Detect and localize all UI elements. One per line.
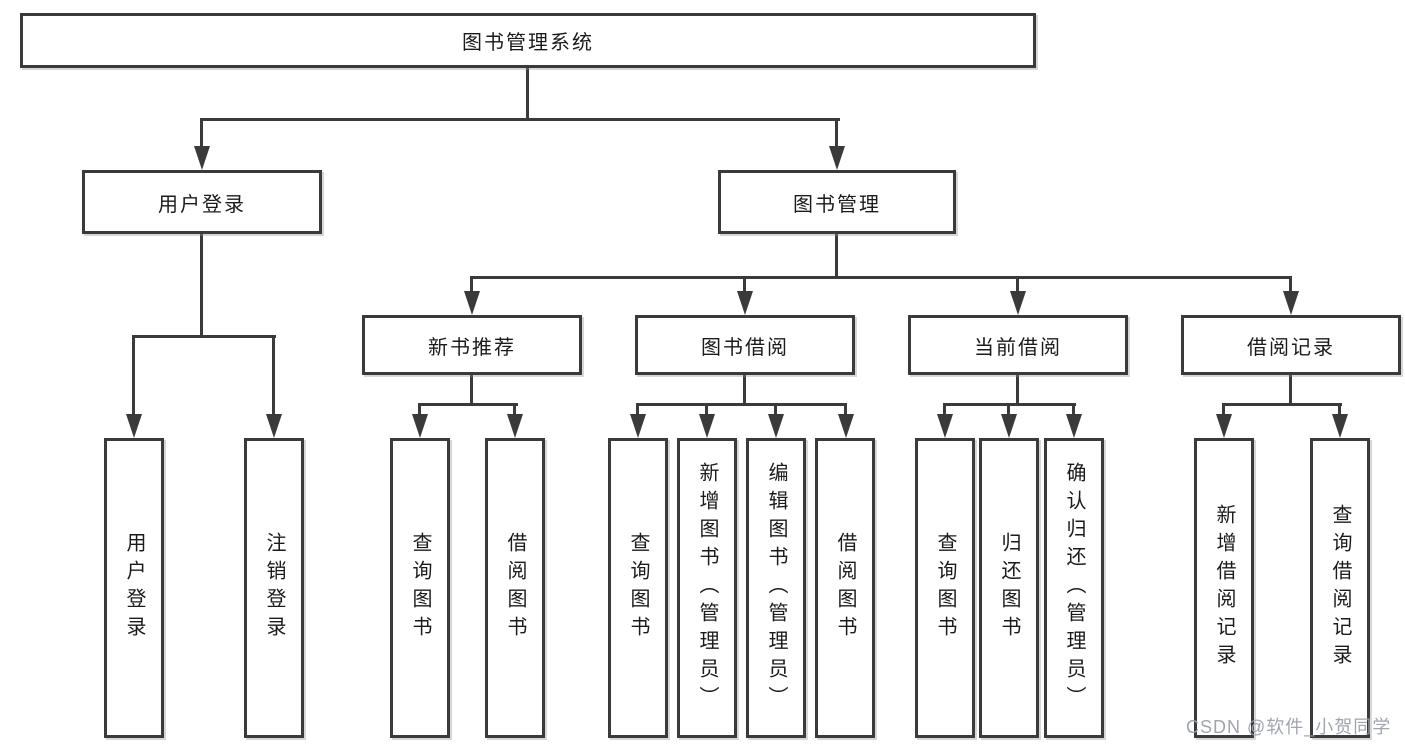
connector-drop [636,403,639,417]
node-label: 用户登录 [158,193,246,216]
leaf-logout: 注销登录 [244,438,304,738]
leaf-user-login: 用户登录 [104,438,164,738]
node-new-book-recommend: 新书推荐 [362,315,582,375]
node-label: 图书借阅 [701,336,789,359]
node-book-management: 图书管理 [718,170,956,234]
arrowhead-down-icon [737,291,753,315]
node-label: 新增借阅记录 [1213,504,1235,672]
connector-drop [1007,403,1010,417]
node-label: 新书推荐 [428,336,516,359]
connector-bar [636,403,847,406]
arrowhead-down-icon [937,414,953,438]
node-borrowing-records: 借阅记录 [1181,315,1401,375]
node-label: 当前借阅 [974,336,1062,359]
leaf-return-books: 归还图书 [979,438,1039,738]
arrowhead-down-icon [412,414,428,438]
arrowhead-down-icon [126,414,142,438]
connector-drop [774,403,777,417]
arrowhead-down-icon [1283,291,1299,315]
leaf-edit-books-admin: 编辑图书（管理员） [746,438,806,738]
node-label: 归还图书 [998,532,1020,644]
connector-root-stem [526,66,529,120]
node-label: 确认归还（管理员） [1063,462,1085,714]
leaf-add-books-admin: 新增图书（管理员） [677,438,737,738]
arrowhead-down-icon [829,146,845,170]
node-current-borrowing: 当前借阅 [908,315,1128,375]
node-label: 查询借阅记录 [1329,504,1351,672]
node-label: 编辑图书（管理员） [765,462,787,714]
connector-stem [470,375,473,406]
leaf-borrow-query-books: 查询图书 [608,438,668,738]
connector-drop [1289,276,1292,296]
node-label: 用户登录 [123,532,145,644]
connector-drop [470,276,473,296]
leaf-query-borrow-record: 查询借阅记录 [1310,438,1370,738]
node-label: 图书管理 [793,193,881,216]
arrowhead-down-icon [266,414,282,438]
leaf-add-borrow-record: 新增借阅记录 [1194,438,1254,738]
arrowhead-down-icon [1001,414,1017,438]
arrowhead-down-icon [1066,414,1082,438]
leaf-current-query-books: 查询图书 [915,438,975,738]
arrowhead-down-icon [507,414,523,438]
leaf-confirm-return-admin: 确认归还（管理员） [1044,438,1104,738]
connector-drop [943,403,946,417]
connector-login-stem [200,233,203,337]
arrowhead-down-icon [1010,291,1026,315]
connector-drop [1338,403,1341,417]
leaf-recommend-borrow-books: 借阅图书 [485,438,545,738]
connector-drop [513,403,516,417]
connector-stem [1289,375,1292,406]
connector-root-bar [200,118,840,121]
connector-drop [743,276,746,296]
node-library-system: 图书管理系统 [20,13,1036,68]
connector-drop [1016,276,1019,296]
node-book-borrowing: 图书借阅 [635,315,855,375]
connector-bar [418,403,518,406]
node-label: 借阅记录 [1247,336,1335,359]
connector-stem [743,375,746,406]
connector-drop [835,118,838,150]
node-label: 查询图书 [409,532,431,644]
connector-login-bar [132,335,276,338]
arrowhead-down-icon [464,291,480,315]
leaf-borrow-books: 借阅图书 [815,438,875,738]
connector-drop [200,118,203,150]
connector-stem [1016,375,1019,406]
connector-mgmt-bar [470,276,1292,279]
connector-drop [1072,403,1075,417]
connector-drop [705,403,708,417]
node-label: 图书管理系统 [462,32,594,54]
node-label: 借阅图书 [834,532,856,644]
connector-drop [844,403,847,417]
arrowhead-down-icon [838,414,854,438]
connector-drop [132,335,135,417]
node-label: 查询图书 [934,532,956,644]
arrowhead-down-icon [1216,414,1232,438]
arrowhead-down-icon [194,146,210,170]
connector-mgmt-stem [835,233,838,278]
arrowhead-down-icon [1332,414,1348,438]
watermark: CSDN @软件_小贺同学 [1186,717,1392,737]
arrowhead-down-icon [768,414,784,438]
connector-drop [272,335,275,417]
node-label: 注销登录 [263,532,285,644]
connector-drop [418,403,421,417]
node-user-login: 用户登录 [82,170,322,234]
connector-drop [1222,403,1225,417]
leaf-recommend-query-books: 查询图书 [390,438,450,738]
connector-bar [1222,403,1342,406]
node-label: 查询图书 [627,532,649,644]
arrowhead-down-icon [630,414,646,438]
arrowhead-down-icon [699,414,715,438]
node-label: 新增图书（管理员） [696,462,718,714]
node-label: 借阅图书 [504,532,526,644]
